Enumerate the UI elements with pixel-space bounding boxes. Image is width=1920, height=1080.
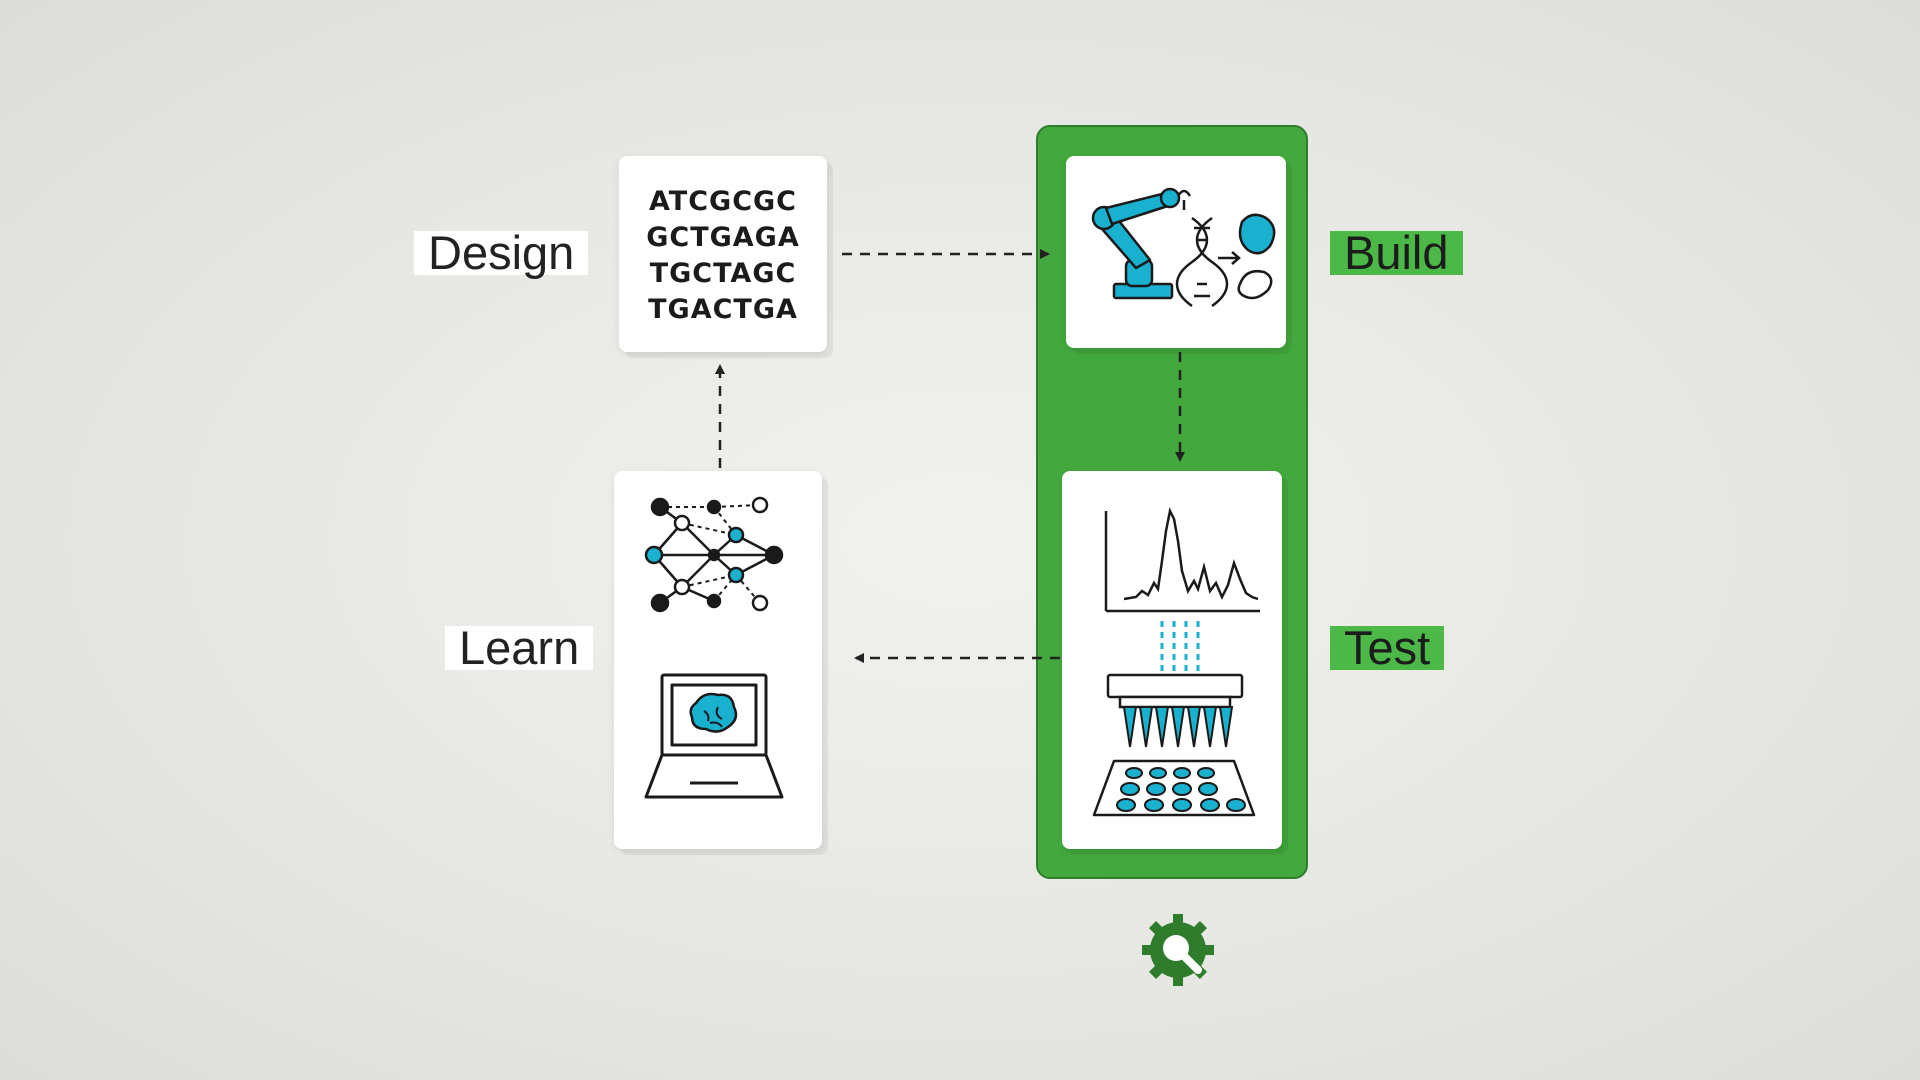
build-label: Build	[1330, 229, 1463, 276]
robot-arm-dna-icon	[1091, 187, 1276, 308]
sequence-line: GCTGAGA	[646, 222, 800, 253]
dna-sequence: ATCGCGC GCTGAGA TGCTAGC TGACTGA	[619, 184, 827, 328]
design-label: Design	[414, 229, 589, 276]
gear-logo-icon	[1142, 914, 1214, 986]
sequence-line: TGCTAGC	[649, 258, 797, 289]
sequence-line: ATCGCGC	[649, 186, 797, 217]
learn-card	[614, 471, 822, 849]
neural-network-laptop-icon	[644, 496, 784, 799]
test-label: Test	[1330, 624, 1445, 671]
sequence-line: TGACTGA	[648, 294, 798, 325]
design-card: ATCGCGC GCTGAGA TGCTAGC TGACTGA	[619, 156, 827, 352]
build-card	[1066, 156, 1286, 348]
test-card	[1062, 471, 1282, 849]
learn-label: Learn	[445, 624, 594, 671]
chromatogram-plate-icon	[1092, 507, 1260, 817]
